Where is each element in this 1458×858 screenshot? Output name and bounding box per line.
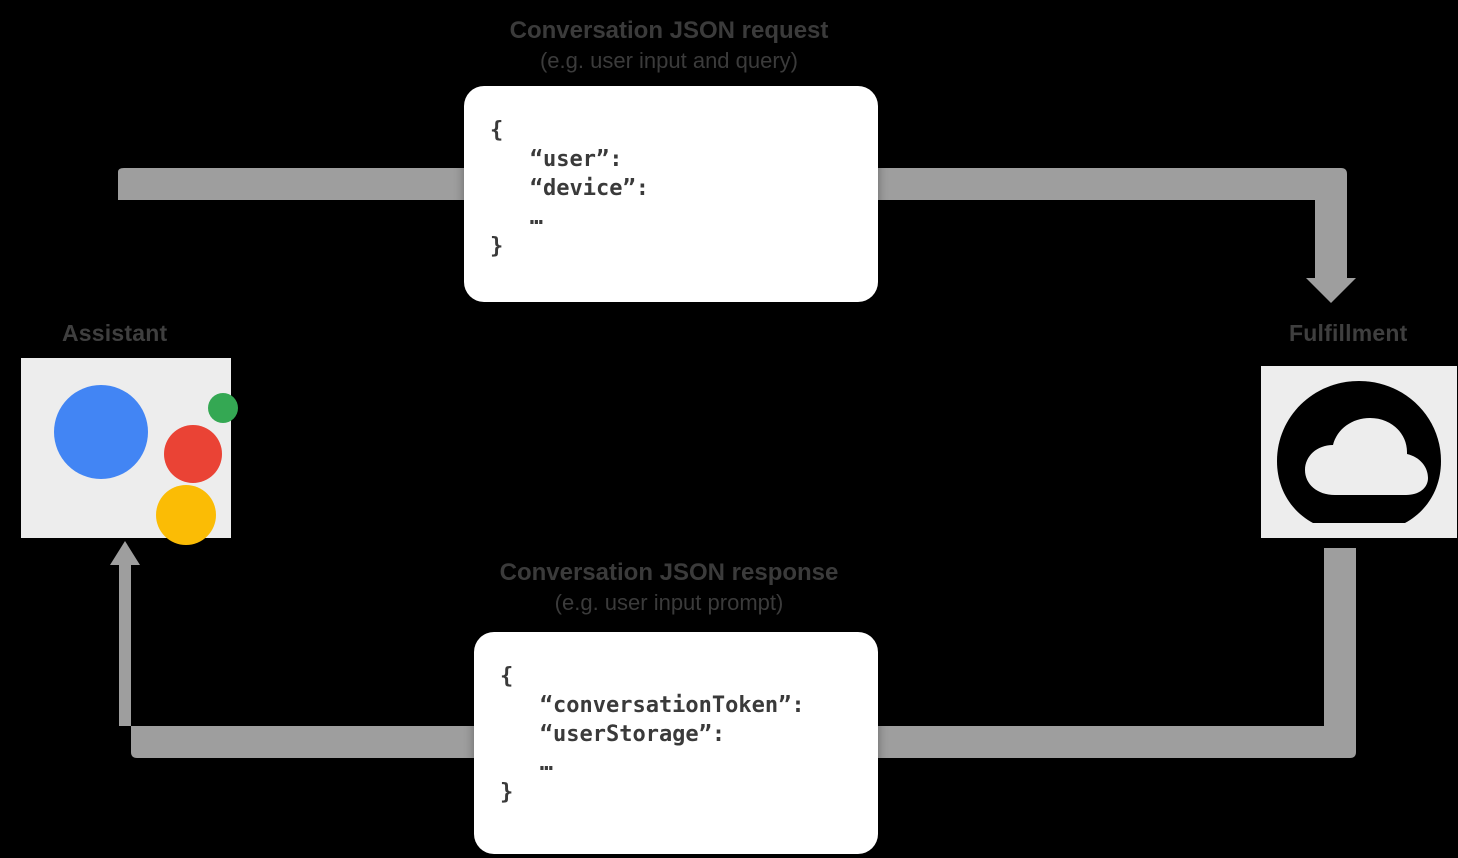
request-flow-subtitle: (e.g. user input and query): [539, 48, 799, 73]
response-flow-band: [110, 541, 1356, 758]
request-payload-card: { “user”: “device”: … }: [464, 86, 878, 302]
response-flow-label: Conversation JSON response (e.g. user in…: [429, 558, 909, 618]
assistant-dot-yellow: [156, 485, 216, 545]
payload-line: …: [490, 205, 543, 231]
payload-line: “user”:: [490, 147, 623, 173]
payload-line: “conversationToken”:: [500, 693, 805, 719]
assistant-node-caption: Assistant: [62, 320, 168, 346]
payload-line: “device”:: [490, 176, 649, 202]
assistant-dot-blue: [54, 385, 148, 479]
assistant-dot-green: [208, 393, 238, 423]
cloud-icon: [1277, 381, 1441, 523]
payload-line: “userStorage”:: [500, 722, 726, 748]
payload-line: }: [490, 234, 504, 260]
fulfillment-node[interactable]: [1261, 366, 1457, 538]
payload-line: …: [500, 751, 553, 777]
fulfillment-node-caption: Fulfillment: [1289, 320, 1408, 346]
payload-line: {: [500, 664, 514, 689]
response-payload-card: { “conversationToken”: “userStorage”: … …: [474, 632, 878, 854]
payload-line: }: [500, 780, 514, 806]
payload-line: {: [490, 118, 504, 143]
request-flow-title: Conversation JSON request: [509, 17, 829, 44]
assistant-dot-red: [164, 425, 222, 483]
request-flow-label: Conversation JSON request (e.g. user inp…: [429, 16, 909, 76]
assistant-node[interactable]: [21, 358, 238, 545]
request-flow-band: [118, 168, 1356, 348]
response-flow-title: Conversation JSON response: [499, 559, 839, 586]
response-flow-subtitle: (e.g. user input prompt): [554, 590, 784, 615]
google-assistant-logo-icon: [36, 368, 238, 545]
